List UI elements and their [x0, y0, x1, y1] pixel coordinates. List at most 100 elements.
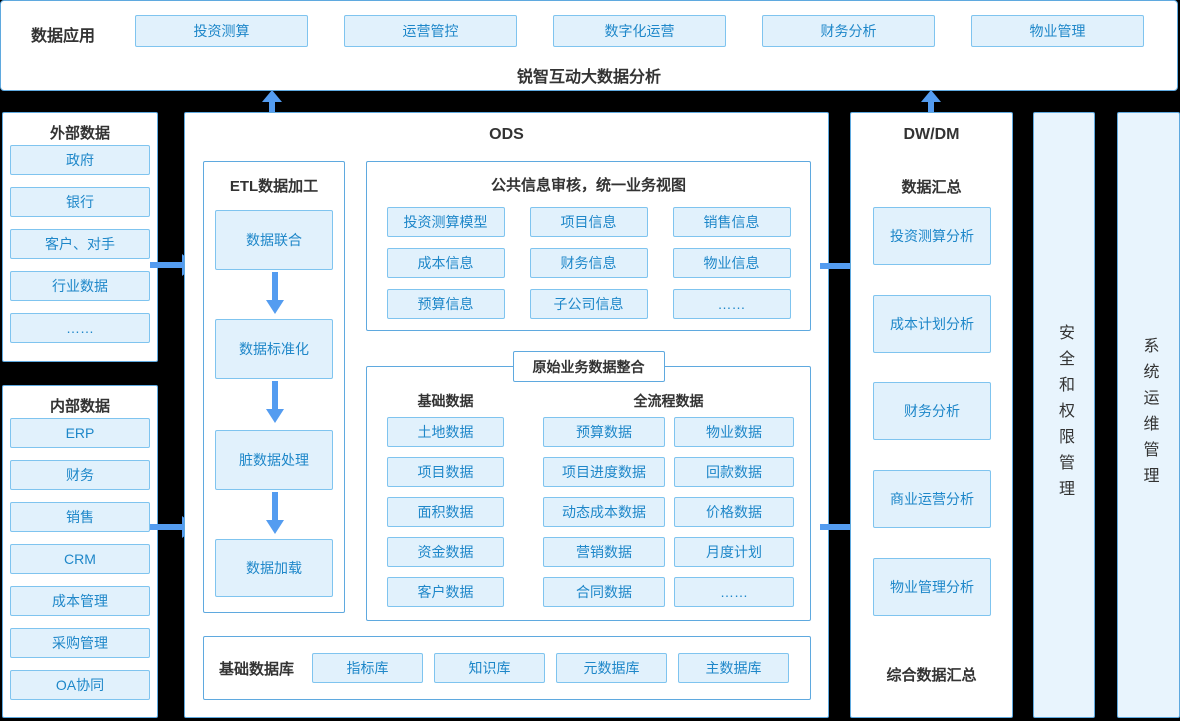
security-permission-label: 安全和权限管理 — [1056, 324, 1073, 506]
etl-step-data-union: 数据联合 — [215, 210, 333, 270]
external-item-bank: 银行 — [10, 187, 150, 217]
app-button-finance-analysis[interactable]: 财务分析 — [762, 15, 935, 47]
internal-item-erp: ERP — [10, 418, 150, 448]
app-button-investment-calc[interactable]: 投资测算 — [135, 15, 308, 47]
data-application-band: 数据应用 投资测算 运营管控 数字化运营 财务分析 物业管理 锐智互动大数据分析 — [0, 0, 1178, 91]
base-chip-land: 土地数据 — [387, 417, 504, 447]
system-ops-bar: 系统运维管理 — [1117, 112, 1180, 718]
dwdm-chip-property-mgmt-analysis: 物业管理分析 — [873, 558, 991, 616]
app-button-digital-operation[interactable]: 数字化运营 — [553, 15, 726, 47]
db-chip-master: 主数据库 — [678, 653, 790, 683]
full-process-column-1: 预算数据 项目进度数据 动态成本数据 营销数据 合同数据 — [543, 417, 665, 607]
dwdm-chip-investment-analysis: 投资测算分析 — [873, 207, 991, 265]
common-info-grid: 投资测算模型 项目信息 销售信息 成本信息 财务信息 物业信息 预算信息 子公司… — [367, 207, 810, 319]
internal-data-list: ERP 财务 销售 CRM 成本管理 采购管理 OA协同 — [3, 418, 157, 700]
security-permission-bar: 安全和权限管理 — [1033, 112, 1095, 718]
system-ops-label: 系统运维管理 — [1140, 337, 1158, 493]
full-process-group-title: 全流程数据 — [633, 393, 704, 409]
info-chip-investment-model: 投资测算模型 — [386, 207, 505, 237]
internal-item-crm: CRM — [10, 544, 150, 574]
app-buttons-row: 投资测算 运营管控 数字化运营 财务分析 物业管理 — [135, 15, 1144, 47]
external-item-industry: 行业数据 — [10, 271, 150, 301]
internal-item-oa: OA协同 — [10, 670, 150, 700]
internal-data-title: 内部数据 — [49, 398, 110, 415]
info-chip-ellipsis: …… — [672, 289, 791, 319]
platform-title: 锐智互动大数据分析 — [516, 69, 661, 86]
arrow-stem — [820, 524, 853, 530]
dwdm-footer: 综合数据汇总 — [886, 667, 977, 684]
arrow-stem — [272, 272, 278, 301]
full-chip-progress: 项目进度数据 — [543, 457, 665, 487]
base-chip-project: 项目数据 — [387, 457, 504, 487]
arrow-stem — [820, 263, 853, 269]
arrow-head — [266, 409, 284, 423]
external-data-panel: 外部数据 政府 银行 客户、对手 行业数据 …… — [2, 112, 158, 362]
dwdm-title: DW/DM — [903, 126, 960, 143]
base-chip-area: 面积数据 — [387, 497, 504, 527]
external-item-customers: 客户、对手 — [10, 229, 150, 259]
etl-step-standardization: 数据标准化 — [215, 319, 333, 379]
info-chip-project: 项目信息 — [529, 207, 648, 237]
arrow-dwdm-to-apps-icon — [921, 90, 941, 112]
full-chip-monthly-plan: 月度计划 — [674, 537, 794, 567]
arrow-head — [262, 90, 282, 102]
etl-step-data-load: 数据加载 — [215, 539, 333, 597]
full-process-column-2: 物业数据 回款数据 价格数据 月度计划 …… — [674, 417, 794, 607]
app-button-operation-control[interactable]: 运营管控 — [344, 15, 517, 47]
base-chip-customer: 客户数据 — [387, 577, 504, 607]
base-database-list: 指标库 知识库 元数据库 主数据库 — [312, 653, 790, 683]
arrow-stem — [150, 262, 183, 268]
ods-title: ODS — [489, 126, 524, 143]
external-item-government: 政府 — [10, 145, 150, 175]
info-chip-subsidiary: 子公司信息 — [529, 289, 648, 319]
base-data-group-title: 基础数据 — [417, 393, 474, 409]
info-chip-finance: 财务信息 — [529, 248, 648, 278]
arrow-head — [921, 90, 941, 102]
internal-data-panel: 内部数据 ERP 财务 销售 CRM 成本管理 采购管理 OA协同 — [2, 385, 158, 718]
full-chip-ellipsis: …… — [674, 577, 794, 607]
arrow-stem — [269, 101, 275, 112]
etl-title: ETL数据加工 — [229, 178, 319, 195]
arrow-ods-to-apps-icon — [262, 90, 282, 112]
external-data-list: 政府 银行 客户、对手 行业数据 …… — [3, 145, 157, 343]
info-chip-budget: 预算信息 — [386, 289, 505, 319]
db-chip-metadata: 元数据库 — [556, 653, 668, 683]
external-item-ellipsis: …… — [10, 313, 150, 343]
arrow-etl-step-2-3-icon — [266, 381, 284, 423]
etl-step-dirty-data: 脏数据处理 — [215, 430, 333, 490]
arrow-stem — [928, 101, 934, 112]
dwdm-chip-finance-analysis: 财务分析 — [873, 382, 991, 440]
raw-integration-title: 原始业务数据整合 — [512, 351, 665, 382]
internal-item-cost: 成本管理 — [10, 586, 150, 616]
ods-panel: ODS ETL数据加工 数据联合 数据标准化 脏数据处理 数据加载 公共信息审核… — [184, 112, 829, 718]
full-chip-dynamic-cost: 动态成本数据 — [543, 497, 665, 527]
common-info-box: 公共信息审核，统一业务视图 投资测算模型 项目信息 销售信息 成本信息 财务信息… — [366, 161, 811, 331]
arrow-stem — [272, 381, 278, 410]
common-info-title: 公共信息审核，统一业务视图 — [490, 177, 686, 194]
dwdm-subtitle: 数据汇总 — [901, 179, 962, 196]
band-label: 数据应用 — [31, 28, 96, 45]
base-database-title: 基础数据库 — [219, 660, 295, 678]
internal-item-procurement: 采购管理 — [10, 628, 150, 658]
raw-integration-box: 原始业务数据整合 基础数据 全流程数据 土地数据 项目数据 面积数据 资金数据 … — [366, 351, 811, 621]
base-chip-capital: 资金数据 — [387, 537, 504, 567]
internal-item-finance: 财务 — [10, 460, 150, 490]
arrow-head — [266, 520, 284, 534]
dwdm-panel: DW/DM 数据汇总 投资测算分析 成本计划分析 财务分析 商业运营分析 物业管… — [850, 112, 1013, 718]
external-data-title: 外部数据 — [49, 125, 110, 142]
info-chip-property: 物业信息 — [672, 248, 791, 278]
db-chip-indicator: 指标库 — [312, 653, 424, 683]
info-chip-sales: 销售信息 — [672, 207, 791, 237]
full-chip-contract: 合同数据 — [543, 577, 665, 607]
internal-item-sales: 销售 — [10, 502, 150, 532]
db-chip-knowledge: 知识库 — [434, 653, 546, 683]
full-chip-price: 价格数据 — [674, 497, 794, 527]
info-chip-cost: 成本信息 — [386, 248, 505, 278]
arrow-etl-step-3-4-icon — [266, 492, 284, 534]
arrow-stem — [150, 524, 183, 530]
dwdm-chip-business-ops-analysis: 商业运营分析 — [873, 470, 991, 528]
full-chip-budget: 预算数据 — [543, 417, 665, 447]
app-button-property-mgmt[interactable]: 物业管理 — [971, 15, 1144, 47]
arrow-stem — [272, 492, 278, 521]
